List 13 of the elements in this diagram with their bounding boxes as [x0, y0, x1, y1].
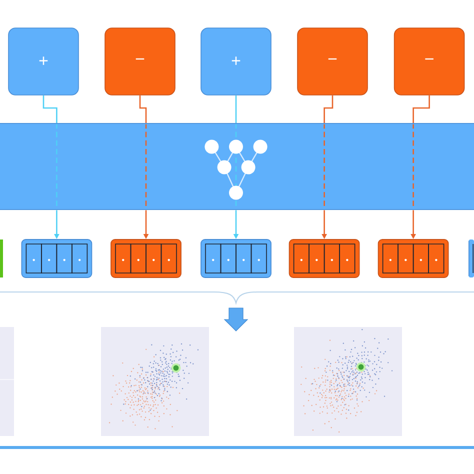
- array-box: [21, 239, 92, 278]
- band: [0, 123, 474, 210]
- array-box: [288, 239, 360, 278]
- sign-box: −: [394, 28, 465, 96]
- array-box: [468, 240, 474, 278]
- array-box: [110, 239, 182, 278]
- array-box: [0, 240, 3, 278]
- array-box: [378, 239, 449, 278]
- sign-box: −: [104, 28, 176, 96]
- sign-box: +: [8, 28, 79, 96]
- sign-box: −: [297, 28, 368, 96]
- sign-box: +: [200, 28, 272, 96]
- array-box: [200, 239, 272, 278]
